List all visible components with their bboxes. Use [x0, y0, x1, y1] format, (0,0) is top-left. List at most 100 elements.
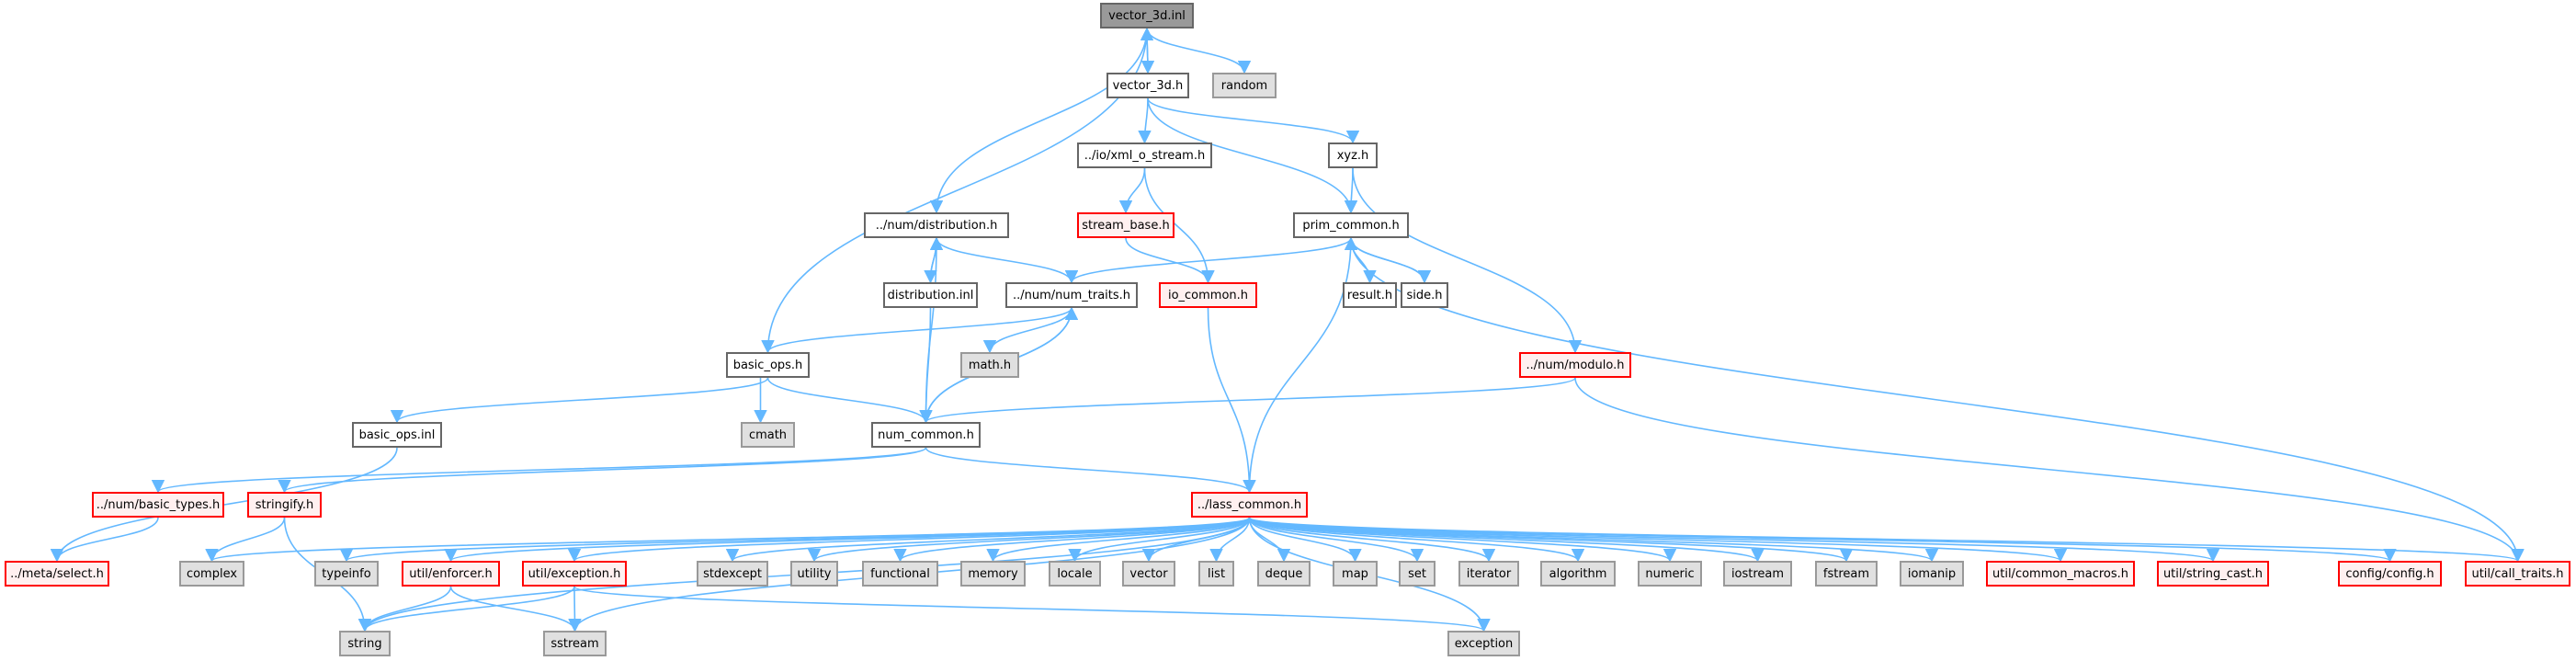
edge-lass-to-exch [568, 517, 1251, 563]
node-xyz[interactable]: xyz.h [1328, 142, 1378, 168]
edge-lass-to-list [1209, 517, 1251, 563]
node-stdexcept: stdexcept [697, 561, 768, 587]
edge-lass-to-numeric [1248, 517, 1676, 563]
edge-lass-to-scast [1248, 517, 2219, 563]
edge-distinl-to-dist [929, 236, 944, 283]
node-cmath: cmath [741, 422, 795, 448]
node-enforcer[interactable]: util/enforcer.h [402, 561, 500, 587]
edge-lass-to-locale [1068, 517, 1251, 563]
edge-prim-to-lass [1243, 237, 1352, 494]
node-macros[interactable]: util/common_macros.h [1986, 561, 2135, 587]
node-memory: memory [960, 561, 1026, 587]
edge-lass-to-iomanip [1248, 517, 1938, 563]
edge-prim-to-ntraits [1064, 237, 1352, 284]
edge-xyz-to-modulo [1352, 167, 1583, 354]
node-vector: vector [1122, 561, 1175, 587]
node-dist[interactable]: ../num/distribution.h [864, 212, 1009, 238]
node-iostream: iostream [1723, 561, 1792, 587]
edge-dist-to-ntraits [936, 237, 1079, 284]
node-iterator: iterator [1458, 561, 1519, 587]
edge-exch-to-exception [573, 586, 1491, 633]
node-utility: utility [790, 561, 838, 587]
node-set: set [1399, 561, 1436, 587]
node-fstream: fstream [1815, 561, 1878, 587]
edge-lass-to-macros [1248, 517, 2067, 563]
node-iomanip: iomanip [1900, 561, 1964, 587]
node-algorithm: algorithm [1540, 561, 1616, 587]
edge-v3h-to-xyz [1147, 97, 1360, 144]
node-deque: deque [1257, 561, 1311, 587]
edge-ntraits-to-bops [761, 307, 1072, 354]
edge-lass-to-algorithm [1248, 517, 1585, 563]
node-string: string [339, 631, 391, 656]
node-numeric: numeric [1638, 561, 1702, 587]
edge-lass-to-iterator [1248, 517, 1496, 563]
node-exch[interactable]: util/exception.h [522, 561, 627, 587]
edge-ncom-to-lass [925, 447, 1256, 494]
edge-modulo-to-ctraits [1574, 377, 2525, 563]
edge-lass-to-ctraits [1248, 517, 2524, 563]
edge-exch-to-string [357, 586, 575, 633]
edge-root-to-dist [929, 28, 1148, 214]
edge-bopsinl-to-select [50, 447, 398, 563]
node-result[interactable]: result.h [1343, 282, 1397, 308]
node-sstream: sstream [543, 631, 607, 656]
node-math: math.h [960, 352, 1019, 378]
node-root: vector_3d.inl [1100, 3, 1194, 28]
node-iocom[interactable]: io_common.h [1159, 282, 1257, 308]
edge-lass-to-vector [1141, 517, 1251, 563]
edge-xml-to-iocom [1143, 167, 1215, 284]
node-distinl[interactable]: distribution.inl [883, 282, 978, 308]
edge-prim-to-ctraits [1350, 237, 2525, 563]
node-bops[interactable]: basic_ops.h [726, 352, 810, 378]
edge-exch-to-sstream [568, 586, 582, 633]
node-map: map [1333, 561, 1378, 587]
node-sbase[interactable]: stream_base.h [1077, 212, 1175, 238]
edge-btypes-to-select [50, 517, 159, 563]
node-side[interactable]: side.h [1401, 282, 1448, 308]
edge-bops-to-bopsinl [391, 377, 769, 424]
edge-v3h-to-xml [1138, 97, 1152, 144]
node-functional: functional [862, 561, 938, 587]
edge-ncom-to-btypes [152, 447, 927, 494]
node-modulo[interactable]: ../num/modulo.h [1519, 352, 1631, 378]
edge-modulo-to-ncom [919, 377, 1576, 424]
node-random: random [1212, 73, 1277, 98]
edge-lass-to-utility [808, 517, 1251, 563]
node-bopsinl[interactable]: basic_ops.inl [352, 422, 442, 448]
edge-side-to-prim [1344, 236, 1425, 283]
node-v3h[interactable]: vector_3d.h [1106, 73, 1189, 98]
node-config[interactable]: config/config.h [2338, 561, 2442, 587]
edge-distinl-to-ncom [919, 307, 933, 424]
edge-lass-to-stdexcept [726, 517, 1251, 563]
node-ctraits[interactable]: util/call_traits.h [2465, 561, 2570, 587]
edge-lass-to-memory [986, 517, 1251, 563]
edge-sbase-to-iocom [1125, 237, 1215, 284]
node-scast[interactable]: util/string_cast.h [2157, 561, 2269, 587]
node-ntraits[interactable]: ../num/num_traits.h [1005, 282, 1138, 308]
edge-root-to-random [1146, 28, 1252, 74]
node-prim[interactable]: prim_common.h [1293, 212, 1409, 238]
edge-bops-to-ncom [766, 377, 933, 424]
edge-v3h-to-prim [1147, 97, 1358, 214]
edge-iocom-to-lass [1207, 307, 1256, 494]
node-btypes[interactable]: ../num/basic_types.h [92, 492, 224, 518]
node-select[interactable]: ../meta/select.h [5, 561, 109, 587]
node-locale: locale [1049, 561, 1101, 587]
edge-v3h-to-root [1140, 27, 1154, 74]
node-typeinfo: typeinfo [314, 561, 379, 587]
node-lass[interactable]: ../lass_common.h [1191, 492, 1308, 518]
edge-lass-to-map [1248, 517, 1362, 563]
edge-lass-to-complex [205, 517, 1251, 563]
node-stringify[interactable]: stringify.h [247, 492, 322, 518]
edge-lass-to-set [1248, 517, 1424, 563]
node-xml[interactable]: ../io/xml_o_stream.h [1077, 142, 1212, 168]
edge-ncom-to-stringify [278, 447, 927, 494]
edge-xml-to-sbase [1118, 167, 1146, 214]
node-complex: complex [179, 561, 244, 587]
node-list: list [1198, 561, 1234, 587]
node-ncom[interactable]: num_common.h [871, 422, 981, 448]
edge-enforcer-to-string [357, 586, 452, 633]
